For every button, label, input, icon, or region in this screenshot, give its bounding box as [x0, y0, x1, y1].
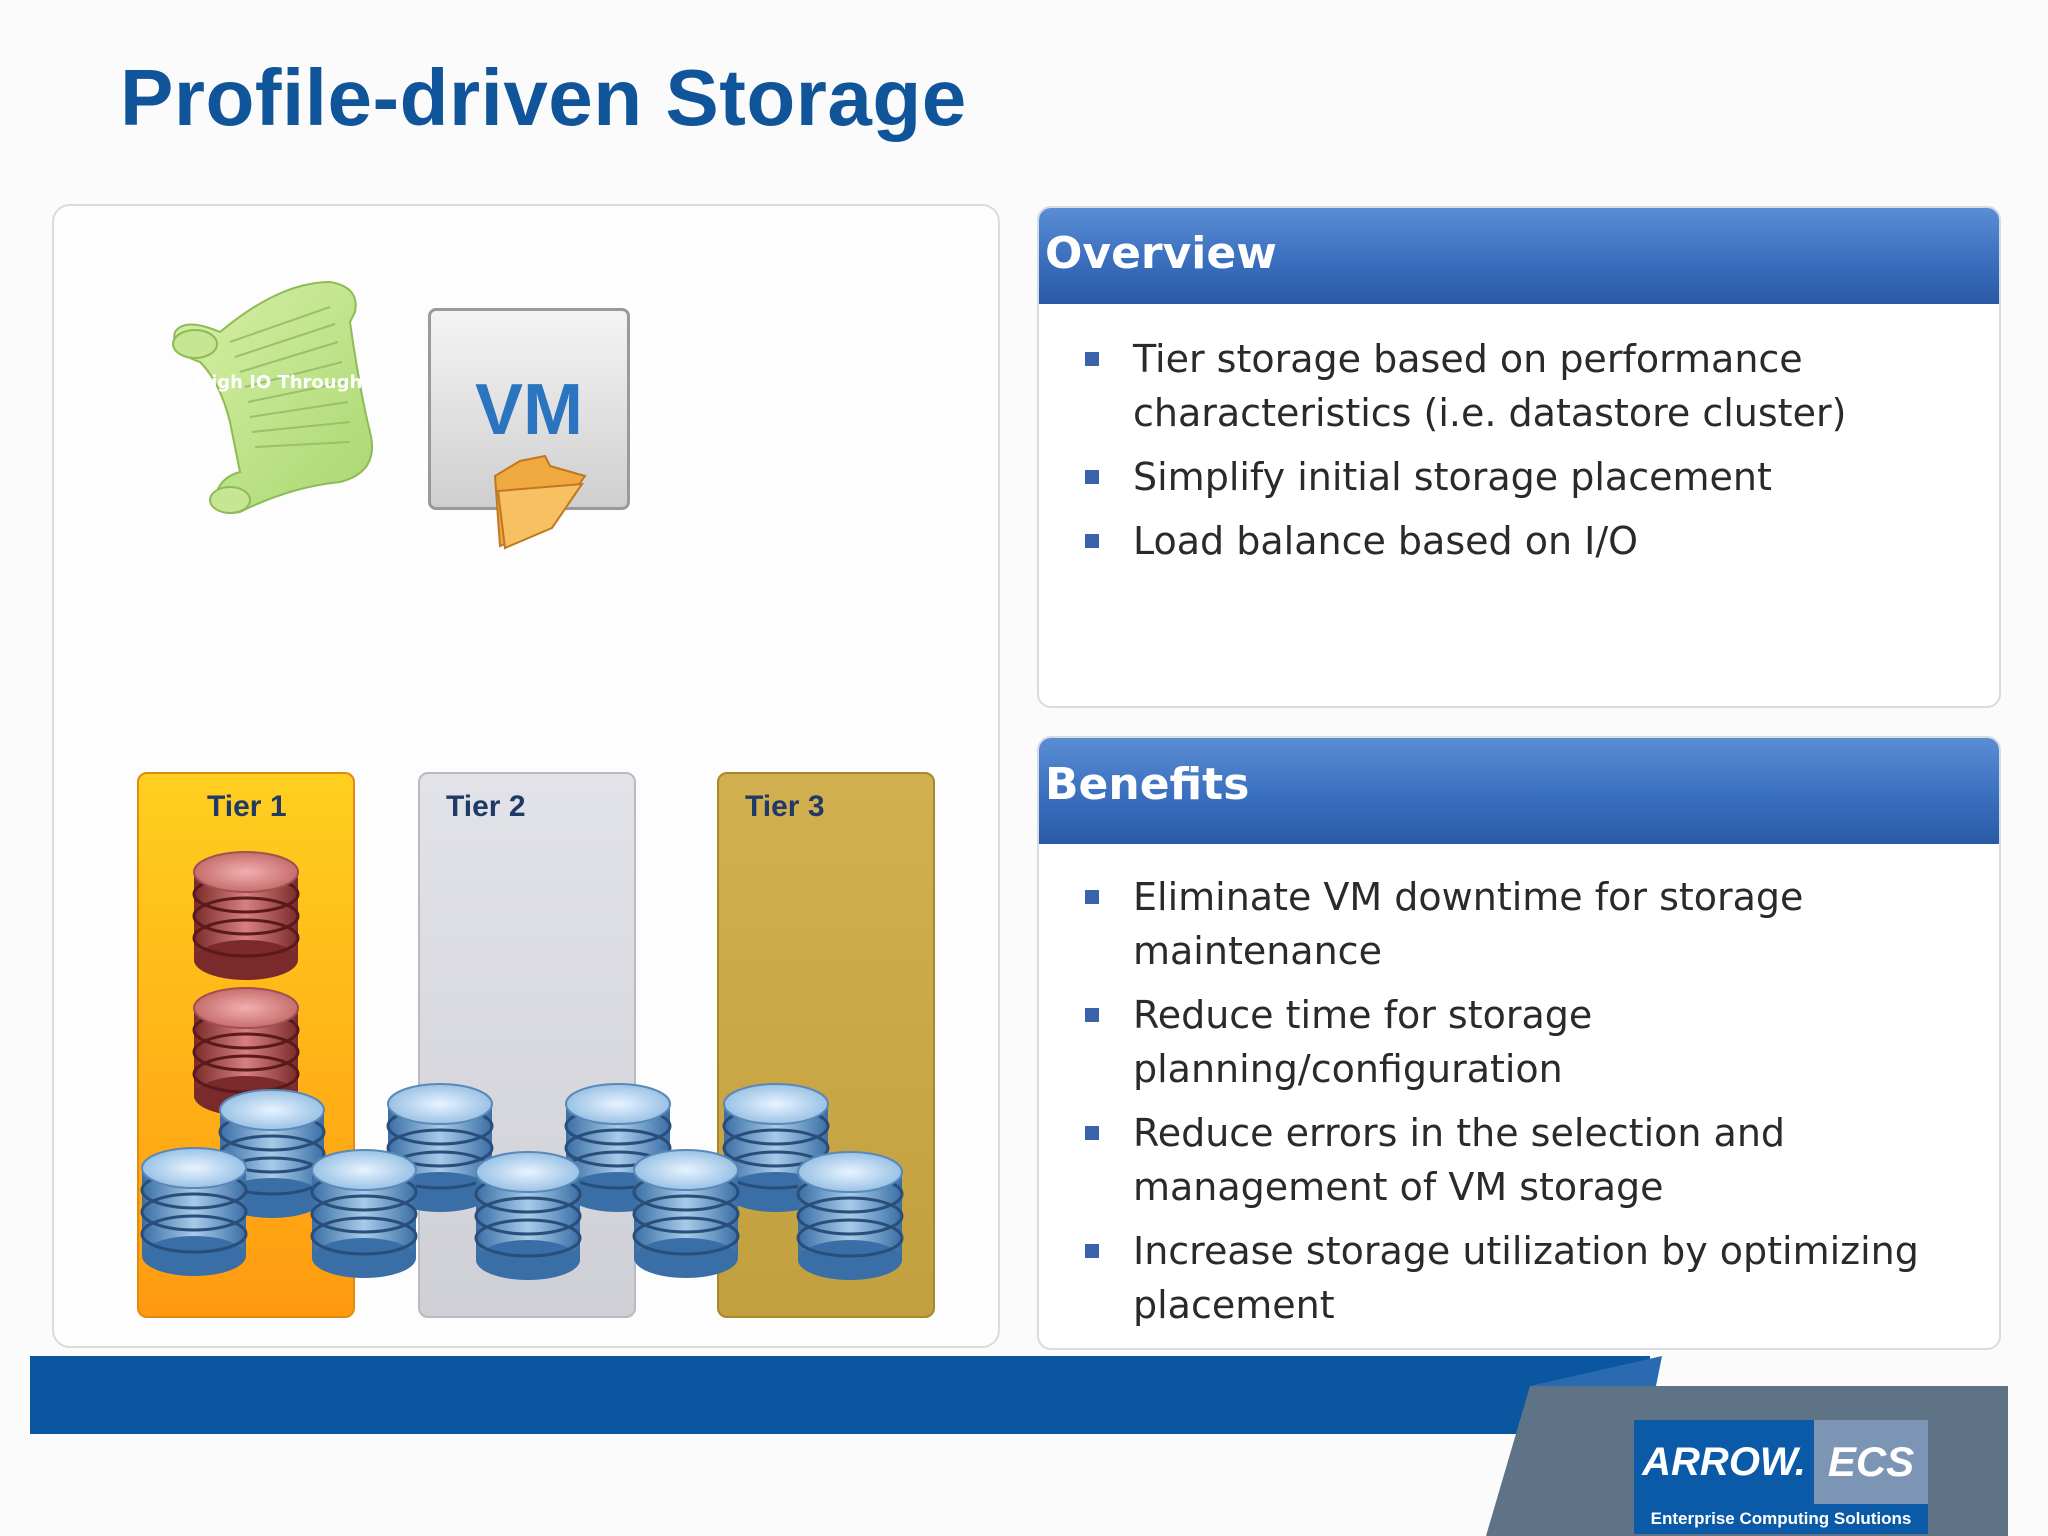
tier-1-label: Tier 1 — [207, 790, 287, 823]
policy-scroll-icon — [172, 280, 373, 514]
tier-2-label: Tier 2 — [446, 790, 526, 823]
vm-icon: VM — [428, 308, 630, 510]
bullet-icon — [1085, 352, 1099, 366]
logo-ecs: ECS — [1814, 1420, 1928, 1504]
benefits-heading: Benefits — [1039, 738, 1999, 844]
list-item: Simplify initial storage placement — [1085, 450, 1999, 504]
overview-heading: Overview — [1039, 208, 1999, 304]
list-item: Load balance based on I/O — [1085, 514, 1999, 568]
benefits-panel: Benefits Eliminate VM downtime for stora… — [1037, 736, 2001, 1350]
bullet-icon — [1085, 534, 1099, 548]
vm-label: VM — [475, 370, 583, 450]
logo-subtitle: Enterprise Computing Solutions — [1634, 1504, 1928, 1534]
logo-brand: ARROW. — [1634, 1420, 1814, 1504]
footer-bar — [30, 1356, 1650, 1434]
tier-3-column: Tier 3 — [717, 772, 935, 1318]
list-item: Increase storage utilization by optimizi… — [1085, 1224, 1999, 1332]
arrow-ecs-logo: ARROW. ECS Enterprise Computing Solution… — [1634, 1420, 1928, 1534]
tier-2-column: Tier 2 — [418, 772, 636, 1318]
bullet-icon — [1085, 1008, 1099, 1022]
bullet-icon — [1085, 1126, 1099, 1140]
tier-3-label: Tier 3 — [745, 790, 825, 823]
bullet-icon — [1085, 1244, 1099, 1258]
overview-panel: Overview Tier storage based on performan… — [1037, 206, 2001, 708]
bullet-icon — [1085, 470, 1099, 484]
bullet-icon — [1085, 890, 1099, 904]
page-title: Profile-driven Storage — [120, 53, 967, 142]
folder-icon — [493, 454, 587, 550]
tier-1-column: Tier 1 — [137, 772, 355, 1318]
policy-scroll-label: High IO Throughput — [196, 372, 366, 393]
